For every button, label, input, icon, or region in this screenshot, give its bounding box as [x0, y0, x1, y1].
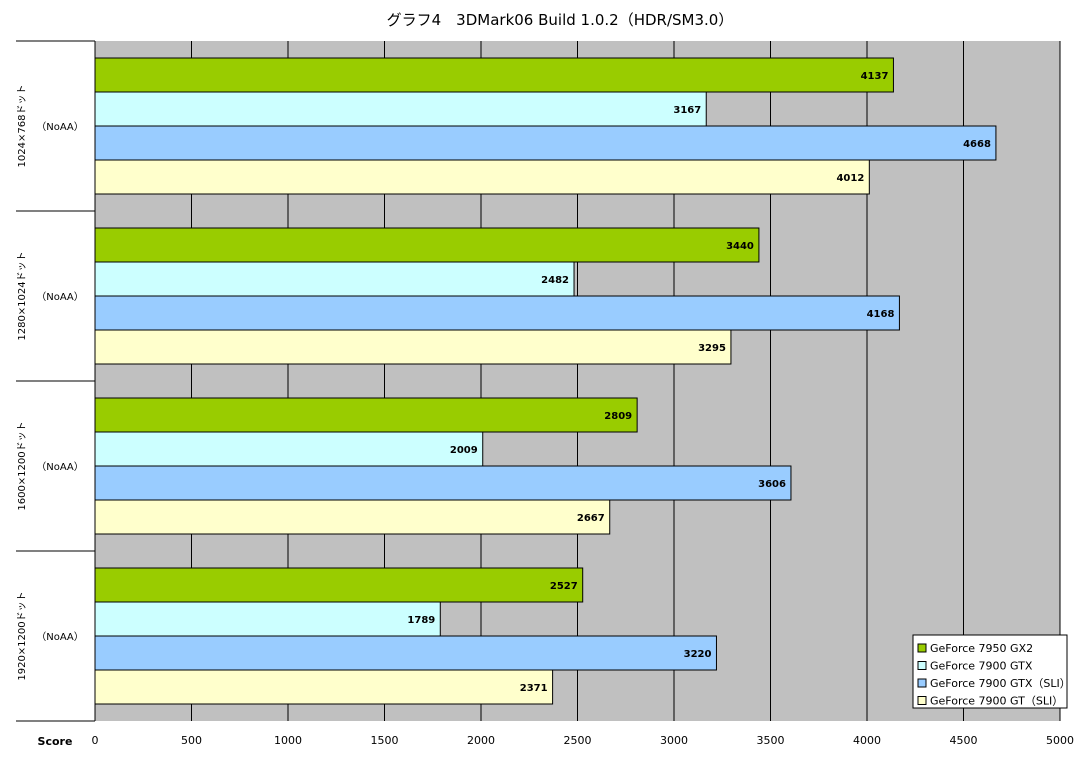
bar-value-label: 4012 [836, 173, 864, 184]
bar [94, 125, 997, 161]
bar [94, 601, 441, 637]
bar [94, 261, 575, 297]
x-tick-label: 3500 [757, 734, 785, 747]
bar-value-label: 3606 [758, 479, 786, 490]
bar [94, 57, 894, 93]
legend-label: GeForce 7900 GTX [930, 660, 1033, 673]
x-tick-label: 500 [181, 734, 202, 747]
bar [94, 295, 900, 331]
bar-value-label: 3440 [726, 241, 754, 252]
bar-value-label: 3295 [698, 343, 726, 354]
bar-value-label: 3220 [684, 649, 712, 660]
bar-value-label: 2009 [450, 445, 478, 456]
x-tick-label: 1000 [274, 734, 302, 747]
legend-label: GeForce 7900 GTX（SLI） [930, 677, 1071, 690]
bar [94, 227, 760, 263]
category-label-aa: （NoAA） [36, 461, 84, 473]
bar [94, 431, 484, 467]
chart-title: グラフ4 3DMark06 Build 1.0.2（HDR/SM3.0） [387, 11, 734, 29]
category-label-resolution: 1600×1200ドット [17, 421, 28, 510]
x-tick-label: 5000 [1046, 734, 1074, 747]
x-tick-label: 2000 [467, 734, 495, 747]
legend-box [912, 634, 1068, 709]
bars: 4137 3167 4668 4012 3440 2482 4168 3295 2809 2009… [94, 57, 997, 705]
bar-value-label: 2371 [520, 683, 548, 694]
bar [94, 465, 792, 501]
bar [94, 159, 870, 195]
category-label-aa: （NoAA） [36, 121, 84, 133]
bar [94, 499, 611, 535]
legend-label: GeForce 7900 GT（SLI） [930, 695, 1063, 708]
bar [94, 91, 707, 127]
bar-value-label: 3167 [673, 105, 701, 116]
category-label-resolution: 1920×1200ドット [17, 591, 28, 680]
x-tick-label: 0 [92, 734, 99, 747]
x-tick-label: 3000 [660, 734, 688, 747]
bar-value-label: 2482 [541, 275, 569, 286]
legend-swatch [917, 678, 927, 688]
bar-value-label: 4137 [861, 71, 889, 82]
category-label-aa: （NoAA） [36, 291, 84, 303]
category-label-aa: （NoAA） [36, 631, 84, 643]
bar-value-label: 4668 [963, 139, 991, 150]
bar [94, 669, 554, 705]
category-label-resolution: 1280×1024ドット [17, 251, 28, 340]
bar [94, 397, 638, 433]
bar-value-label: 2527 [550, 581, 578, 592]
bar-value-label: 4168 [867, 309, 895, 320]
x-tick-label: 4000 [853, 734, 881, 747]
category-label-resolution: 1024×768ドット [17, 85, 28, 168]
legend-label: GeForce 7950 GX2 [930, 642, 1033, 655]
legend-swatch [917, 661, 927, 670]
x-tick-label: 2500 [564, 734, 592, 747]
bar-value-label: 2667 [577, 513, 605, 524]
legend-swatch [917, 696, 927, 705]
legend-swatch [917, 643, 927, 653]
category-axis: 1024×768ドット （NoAA） 1280×1024ドット （NoAA） 1600×… [16, 40, 95, 722]
bar [94, 329, 732, 365]
bar-value-label: 2809 [604, 411, 632, 422]
x-tick-label: 4500 [950, 734, 978, 747]
bar [94, 635, 717, 671]
x-axis-ticks: 0 500 1000 1500 2000 2500 3000 3500 4000 4500 5000 [92, 734, 1075, 747]
bar [94, 567, 584, 603]
x-axis-label: Score [38, 735, 73, 748]
x-tick-label: 1500 [371, 734, 399, 747]
bar-value-label: 1789 [407, 615, 435, 626]
